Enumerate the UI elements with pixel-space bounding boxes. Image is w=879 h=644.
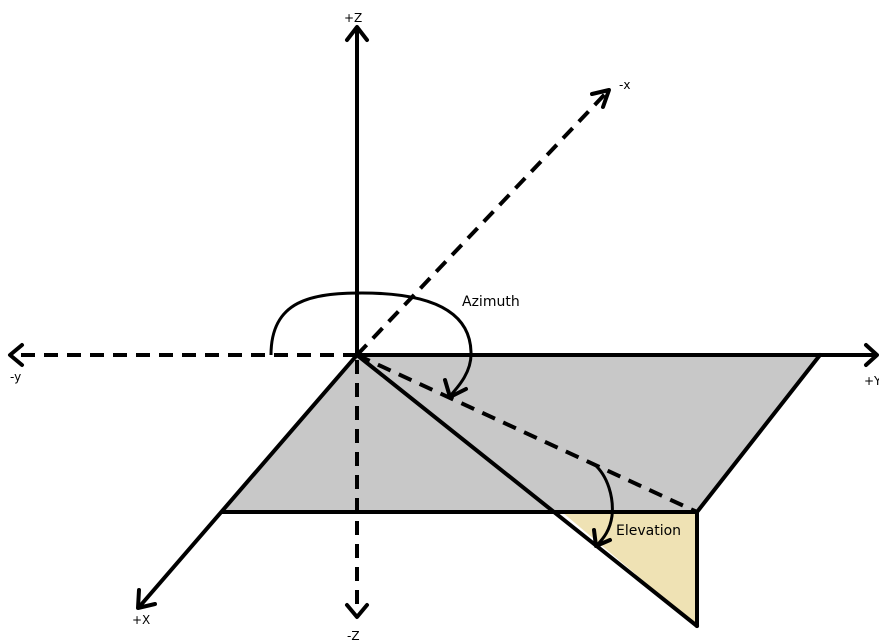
neg-z-arrowhead (345, 603, 369, 619)
pos-z-label: +Z (344, 11, 362, 25)
pos-x-arrowhead (136, 588, 157, 610)
elevation-label: Elevation (616, 523, 681, 539)
pos-y-label: +Y (864, 374, 879, 388)
neg-x-arrowhead (590, 88, 611, 109)
neg-x-label: -x (619, 78, 630, 92)
vector-line (355, 353, 699, 628)
azimuth-arrowhead (443, 378, 468, 399)
azimuth-arc (269, 291, 473, 397)
neg-x-axis (355, 90, 609, 357)
neg-y-label: -y (10, 370, 21, 384)
pos-x-label: +X (132, 613, 150, 627)
azimuth-label: Azimuth (462, 294, 520, 310)
elevation-arrowhead (592, 528, 612, 548)
pos-y-arrowhead (864, 343, 879, 367)
neg-z-label: -Z (347, 629, 360, 643)
projection-line (356, 353, 698, 514)
horizontal-plane (222, 355, 820, 512)
pos-z-arrowhead (345, 25, 369, 42)
plane-right-edge (695, 353, 822, 514)
pos-x-axis (138, 353, 359, 608)
neg-y-arrowhead (8, 343, 24, 367)
elevation-arc (592, 462, 614, 547)
